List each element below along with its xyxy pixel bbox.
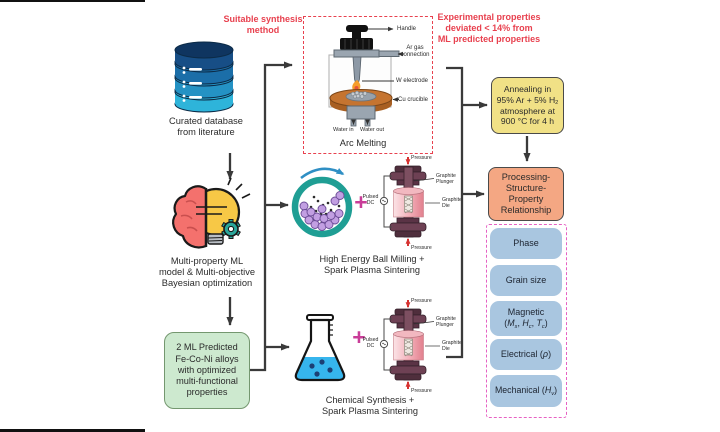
property-box-electrical: Electrical (ρ) (490, 339, 562, 370)
plus-sign-1: + (354, 189, 368, 215)
deviation-note: Experimental properties deviated < 14% f… (437, 12, 541, 44)
sps-apparatus-icon-2 (380, 300, 440, 389)
flask-dots (309, 359, 333, 377)
property-magnetic-label: Magnetic (507, 307, 545, 318)
database-icon (174, 41, 234, 113)
property-mechanical-label: Mechanical (Hv) (494, 385, 558, 397)
collector-bracket (446, 66, 464, 359)
flask-icon (294, 314, 346, 382)
plus-sign-2: + (352, 324, 366, 350)
sps2-graphite-die-label: Graphite Die (442, 340, 462, 352)
flask-outline (294, 318, 346, 382)
brain-icon (172, 185, 208, 249)
db-disc-1 (174, 41, 234, 71)
sps2-graphite-plunger-label: Graphite Plunger (436, 316, 456, 328)
graphite-die-icon (393, 190, 424, 218)
property-electrical-label: Electrical (ρ) (500, 348, 552, 359)
ml-predicted-alloys-box: 2 ML Predicted Fe-Co-Ni alloys with opti… (164, 332, 250, 409)
sps1-graphite-die-label: Graphite Die (442, 197, 462, 209)
bulb-rays (227, 177, 251, 199)
property-box-magnetic: Magnetic (Ms, Hc, Tc) (490, 301, 562, 336)
lightbulb-icon (191, 187, 241, 237)
mill-ring (291, 176, 353, 238)
psp-relationship-text: Processing- Structure- Property Relation… (500, 172, 552, 215)
synthesis-method-dashed-box (303, 16, 433, 154)
milling-balls (299, 191, 345, 231)
annealing-line2: 95% Ar + 5% H2 (496, 94, 559, 107)
arrow-branch-to-arc (250, 61, 293, 372)
sps1-pulsed-dc-label: Pulsed DC (362, 194, 379, 206)
property-box-mechanical: Mechanical (Hv) (490, 375, 562, 407)
arc-handle-label: Handle (397, 26, 417, 32)
sps2-pulsed-dc-label: Pulsed DC (362, 337, 379, 349)
properties-dashed-box (486, 224, 567, 418)
db-disc-marks (182, 66, 202, 102)
ball-mill-icon (291, 167, 353, 238)
chemical-synthesis-caption: Chemical Synthesis + Spark Plasma Sinter… (321, 395, 418, 417)
property-phase-label: Phase (513, 237, 539, 248)
arc-melting-title: Arc Melting (339, 138, 387, 148)
db-disc-3 (174, 69, 234, 99)
ml-brain-icon (172, 177, 251, 249)
powder-particles (304, 193, 341, 224)
sps2-pressure-top-label: Pressure (411, 297, 432, 304)
dc-circuit-wire (383, 175, 392, 228)
ml-model-caption: Multi-property ML model & Multi-objectiv… (158, 256, 256, 289)
ml-predicted-alloys-text: 2 ML Predicted Fe-Co-Ni alloys with opti… (175, 342, 239, 398)
arc-crucible-label: Cu crucible (398, 96, 429, 103)
property-grain-size-label: Grain size (505, 274, 547, 285)
arc-welectrode-label: W electrode (396, 78, 429, 84)
sps1-pressure-top-label: Pressure (411, 154, 432, 161)
gear-icon (221, 219, 241, 239)
plunger-pointer (413, 178, 435, 182)
property-box-grain-size: Grain size (490, 265, 562, 296)
arc-water-out-label: Water out (360, 127, 385, 133)
psp-relationship-box: Processing- Structure- Property Relation… (488, 167, 564, 221)
annealing-line3: atmosphere at (500, 105, 555, 116)
flask-liquid (295, 357, 345, 380)
sample-icon (404, 195, 413, 213)
suitable-synthesis-label: Suitable synthesis method (223, 14, 303, 35)
graphite-plunger-icon (403, 166, 414, 238)
property-magnetic-formula: (Ms, Hc, Tc) (504, 318, 548, 331)
property-box-phase: Phase (490, 228, 562, 259)
bottom-electrode-stack (389, 217, 427, 238)
database-caption: Curated database from literature (169, 116, 243, 138)
sps1-pressure-bottom-label: Pressure (411, 245, 432, 251)
sps-apparatus-icon (379, 157, 440, 246)
dc-source-icon (379, 196, 389, 206)
page-border-bottom (0, 429, 145, 432)
arc-argas-label: Ar gas connection (400, 45, 430, 58)
bulb-base (207, 233, 224, 245)
annealing-line4: 900 °C for 4 h (500, 116, 555, 127)
flask-rim (306, 314, 334, 321)
page-border-top (0, 0, 145, 2)
ball-milling-caption: High Energy Ball Milling + Spark Plasma … (319, 254, 425, 276)
rotation-arrow-icon (300, 167, 345, 180)
top-electrode-stack (389, 165, 427, 186)
db-disc-4 (174, 83, 234, 113)
sps1-graphite-plunger-label: Graphite Plunger (436, 173, 456, 185)
arc-water-in-label: Water in (333, 127, 354, 133)
db-disc-2 (174, 55, 234, 85)
annealing-box: Annealing in 95% Ar + 5% H2 atmosphere a… (491, 77, 564, 134)
annealing-line1: Annealing in (503, 83, 552, 94)
sps2-pressure-bottom-label: Pressure (411, 388, 432, 394)
